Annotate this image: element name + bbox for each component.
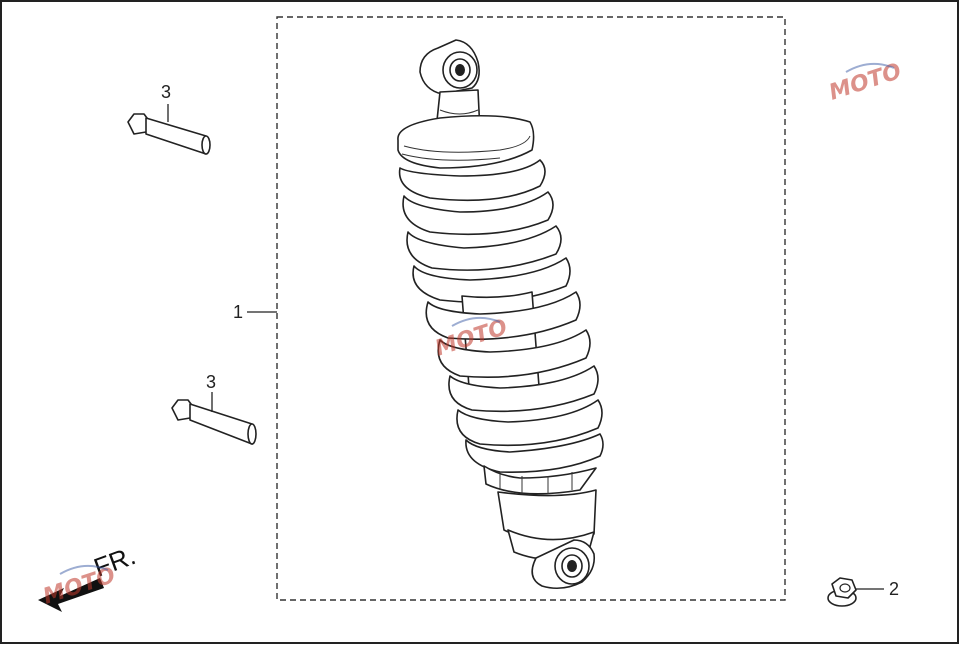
assembly-box: [276, 16, 786, 601]
bolt-upper: [127, 104, 211, 155]
callout-2-label: 2: [889, 579, 899, 599]
bolt-lower: [171, 392, 257, 445]
coil-spring: [398, 159, 603, 447]
shock-absorber: [397, 39, 604, 590]
callout-3-lower-label: 3: [206, 372, 216, 392]
arrow-down-left-icon: [38, 578, 104, 612]
flange-nut: [827, 577, 884, 607]
callout-1-label: 1: [233, 302, 243, 322]
callout-3-upper-label: 3: [161, 82, 171, 102]
top-eye-mount: [419, 39, 480, 95]
bottom-eye-mount: [531, 539, 596, 590]
